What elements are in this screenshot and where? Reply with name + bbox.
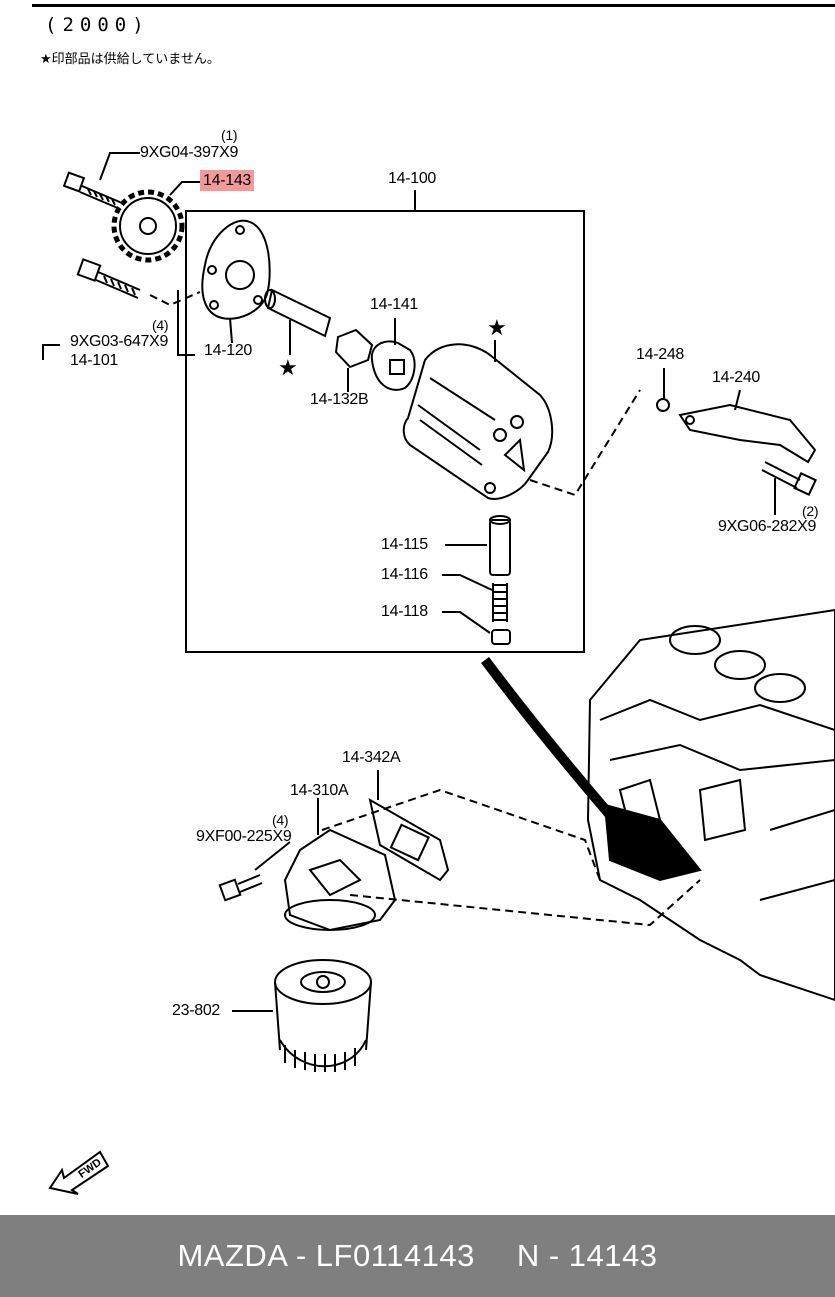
part-14-240: 14-240	[712, 369, 761, 386]
pump-body	[402, 343, 554, 500]
footer-bar: MAZDA - LF0114143 N - 14143	[0, 1215, 835, 1297]
part-14-141: 14-141	[370, 296, 419, 313]
plunger	[489, 515, 511, 576]
part-14-310a: 14-310A	[290, 782, 349, 799]
qty-bolt-filter: (4)	[272, 812, 289, 828]
part-14-101: 14-101	[70, 352, 119, 369]
outer-rotor	[370, 340, 416, 391]
part-14-120: 14-120	[204, 342, 253, 359]
part-9xg06-282x9: 9XG06-282X9	[718, 518, 817, 535]
star-note: ★印部品は供給していません。	[40, 52, 220, 67]
qty-bolt-right: (2)	[802, 503, 819, 519]
part-9xg03-647x9: 9XG03-647X9	[70, 333, 169, 350]
gasket	[368, 798, 450, 882]
engine-block	[586, 608, 835, 1002]
part-9xg04-397x9: 9XG04-397X9	[140, 144, 239, 161]
star-mark: ★	[487, 316, 507, 341]
plug	[491, 629, 511, 645]
part-14-100: 14-100	[388, 170, 437, 187]
spring	[492, 583, 508, 622]
footer-part-number: MAZDA - LF0114143	[177, 1238, 475, 1273]
oil-filter	[274, 959, 372, 1072]
top-border	[32, 4, 835, 7]
parts-diagram: ★ ★	[42, 152, 835, 1072]
part-14-116: 14-116	[381, 566, 428, 583]
chain-guide	[656, 398, 817, 464]
bolt-middle	[76, 258, 141, 299]
model-year-header: (2000)	[45, 14, 150, 36]
fwd-arrow-icon: FWD	[48, 1150, 110, 1195]
key	[334, 328, 374, 369]
bolt-top	[62, 171, 123, 210]
bolt-filter	[218, 874, 263, 902]
part-14-132b: 14-132B	[310, 391, 369, 408]
assembly-frame	[185, 210, 585, 653]
part-14-118: 14-118	[381, 603, 428, 620]
sprocket	[111, 189, 185, 263]
pump-cover	[201, 219, 271, 320]
pump-location-mark	[603, 803, 702, 882]
part-14-143-highlight: 14-143	[200, 170, 255, 191]
qty-bolt-mid: (4)	[152, 317, 169, 333]
star-mark: ★	[278, 356, 298, 381]
bolt-right	[761, 461, 817, 496]
qty-bolt-top: (1)	[221, 127, 238, 143]
filter-body	[283, 828, 397, 932]
part-14-248: 14-248	[636, 346, 685, 363]
part-23-802: 23-802	[172, 1002, 221, 1019]
rotor-shaft	[264, 288, 332, 338]
part-14-115: 14-115	[381, 536, 428, 553]
part-9xf00-225x9: 9XF00-225X9	[196, 828, 292, 845]
footer-code: N - 14143	[516, 1238, 658, 1273]
part-14-342a: 14-342A	[342, 749, 401, 766]
